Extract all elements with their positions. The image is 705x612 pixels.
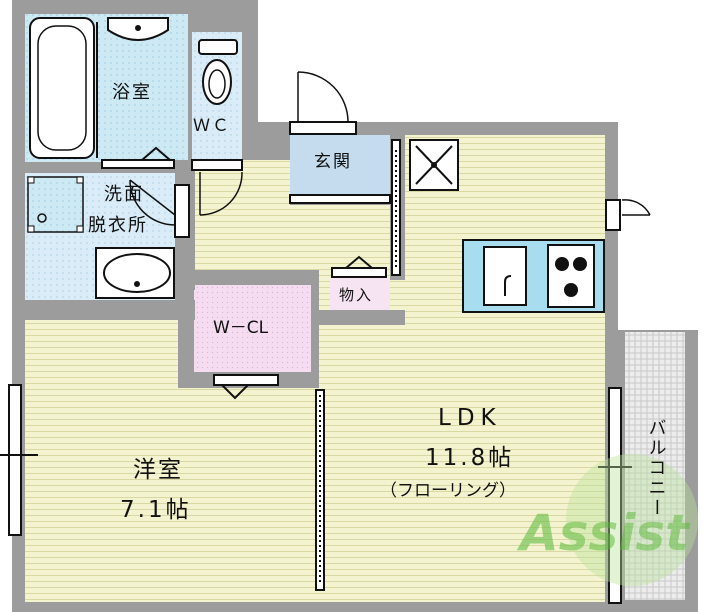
window-sashes [0, 139, 632, 604]
ldk-label-line1: LDK [438, 405, 502, 431]
wash-basin [95, 247, 175, 299]
ldk-label-line2: 11.8帖 [425, 445, 514, 471]
entrance-label: 玄関 [314, 152, 352, 172]
bathtub [29, 17, 98, 159]
washing-machine-space [27, 176, 84, 233]
balcony-floor [625, 332, 685, 600]
ldk-label-line3: （フローリング） [380, 481, 516, 501]
western-room-label-line1: 洋室 [133, 457, 183, 483]
door-swings [129, 71, 651, 231]
washroom-label-line1: 洗面 [104, 184, 144, 205]
closet-label: W－CL [213, 318, 269, 338]
balcony-label: バルコニー [646, 418, 667, 518]
kitchen-counter [462, 239, 605, 313]
western-room-label-line2: 7.1帖 [120, 497, 192, 523]
bath-label: 浴室 [112, 82, 152, 103]
watermark: Assist [516, 454, 698, 586]
entrance-floor [290, 135, 390, 200]
shower-basin [107, 17, 169, 41]
ventilation-fan [409, 139, 459, 191]
wc-label: ＷＣ [193, 116, 231, 136]
watermark-text: Assist [516, 504, 691, 562]
washroom-label-line2: 脱衣所 [88, 215, 148, 236]
storage-label: 物入 [339, 286, 373, 304]
closet-floor [194, 285, 311, 372]
toilet [198, 39, 238, 105]
storage-floor [330, 278, 390, 310]
